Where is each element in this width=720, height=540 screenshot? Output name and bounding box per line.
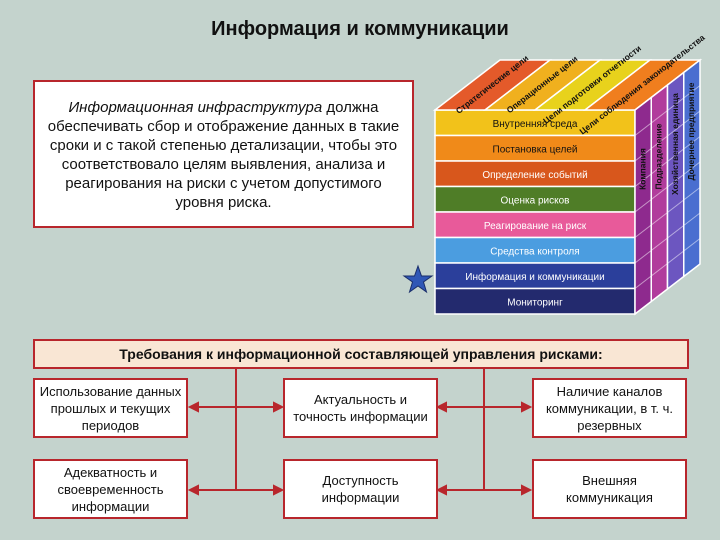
- cube-layer-label: Определение событий: [482, 169, 587, 181]
- page-title: Информация и коммуникации: [211, 18, 509, 40]
- cube-side-label: Компания: [637, 148, 647, 190]
- cube-layer-label: Реагирование на риск: [484, 221, 587, 232]
- cube-layer-label: Средства контроля: [490, 246, 579, 257]
- cube-side-label: Дочернее предприятие: [686, 82, 696, 180]
- info-text: должна обеспечивать сбор и отображение д…: [47, 99, 400, 211]
- cube-layer-label: Постановка целей: [493, 144, 578, 155]
- cube-layer: [434, 287, 636, 315]
- requirements-header: Требования к информационной составляющей…: [33, 339, 689, 369]
- req-accessibility: Доступность информации: [283, 459, 438, 519]
- req-channels: Наличие каналов коммуникации, в т. ч. ре…: [532, 378, 687, 438]
- req-adequacy: Адекватность и своевременность информаци…: [33, 459, 188, 519]
- req-accuracy: Актуальность и точность информации: [283, 378, 438, 438]
- star-marker-icon: [402, 264, 434, 294]
- cube-layer: [434, 134, 636, 162]
- info-infrastructure-box: Информационная инфраструктура должна обе…: [33, 80, 414, 228]
- cube-layer-label: Оценка рисков: [501, 195, 570, 206]
- cube-side-label: Хозяйственная единица: [670, 93, 680, 195]
- cube-layer-label: Внутренняя среда: [493, 119, 578, 130]
- req-historical-data: Использование данных прошлых и текущих п…: [33, 378, 188, 438]
- info-italic-term: Информационная инфраструктура: [68, 99, 323, 116]
- cube-layer-label: Информация и коммуникации: [465, 271, 604, 283]
- cube-layer: [434, 211, 636, 239]
- cube-layer-label: Мониторинг: [507, 297, 563, 308]
- req-external-communication: Внешняя коммуникация: [532, 459, 687, 519]
- cube-side-label: Подразделение: [654, 123, 664, 189]
